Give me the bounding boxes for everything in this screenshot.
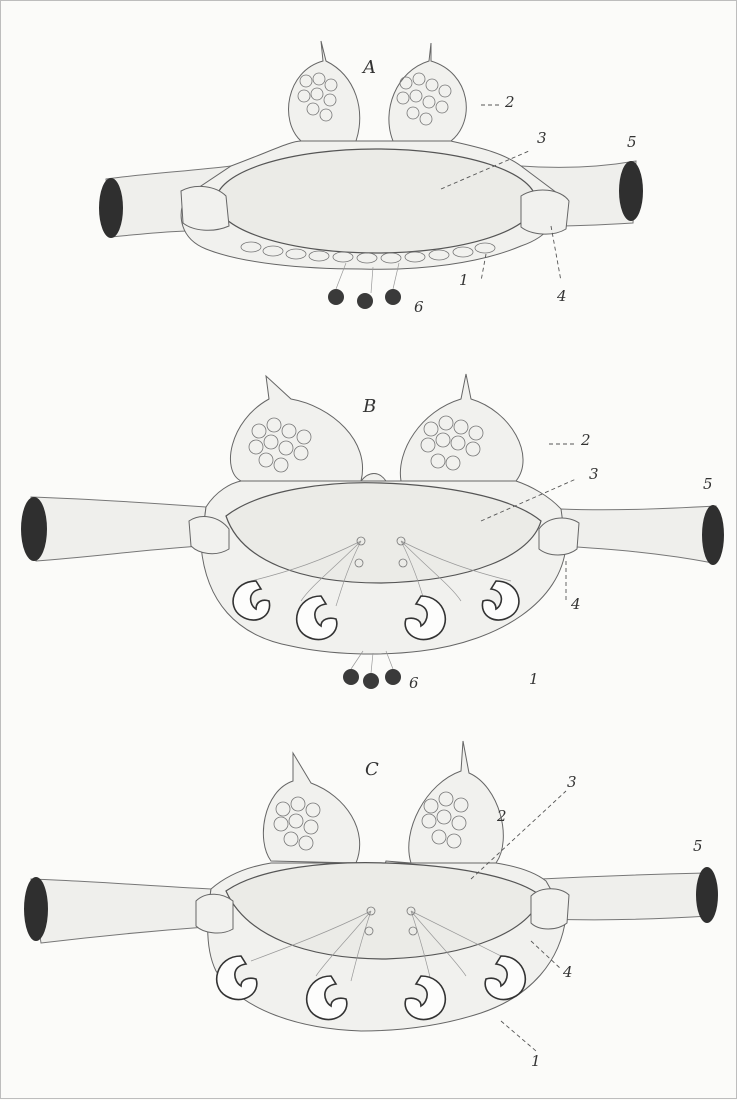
figure-c-label-2: 2 [496, 807, 507, 825]
figure-b-label-1: 1 [529, 670, 539, 688]
figure-a-leader-4 [551, 226, 561, 281]
figure-c: C [24, 741, 718, 1070]
figure-a-eyes [328, 263, 401, 309]
figure-b-left-lobe [230, 376, 362, 481]
figure-c-left-lobe [263, 753, 359, 863]
figure-a-label-2: 2 [504, 93, 515, 111]
figure-b-right-cut-end [702, 505, 724, 565]
figure-b-eyes [343, 651, 401, 689]
figure-a-central-capsule [216, 149, 536, 253]
figure-b-letter: B [362, 396, 376, 417]
figure-a-letter: A [361, 57, 376, 78]
figure-a-right-cut-end [619, 161, 643, 221]
figure-b-right-lobe [400, 374, 523, 481]
figure-b-right-connective [561, 506, 716, 563]
figure-a-label-4: 4 [556, 287, 567, 305]
figure-c-label-1: 1 [531, 1052, 541, 1070]
figure-b-left-cut-end [21, 497, 47, 561]
figure-b-label-5: 5 [703, 475, 713, 493]
figure-a-label-5: 5 [627, 133, 637, 151]
figure-b: B [21, 374, 724, 692]
figure-c-label-4: 4 [562, 963, 573, 981]
figure-a-right-lobe [389, 43, 466, 141]
figure-c-left-knob [196, 894, 233, 933]
figure-b-label-4: 4 [570, 595, 581, 613]
figure-b-label-2: 2 [580, 431, 591, 449]
figure-c-right-knob [531, 889, 569, 929]
figure-a-left-knob [181, 186, 229, 230]
figure-a-left-lobe [289, 41, 360, 141]
figure-a-left-cut-end [99, 178, 123, 238]
figure-b-label-6: 6 [409, 674, 419, 692]
figure-c-left-cut-end [24, 877, 48, 941]
figure-b-left-connective [31, 497, 206, 561]
figure-c-label-3: 3 [567, 773, 577, 791]
figure-a: A [99, 41, 643, 316]
figure-c-label-5: 5 [693, 837, 703, 855]
figure-c-leader-1 [501, 1021, 536, 1051]
figure-c-letter: C [365, 759, 379, 780]
figure-b-label-3: 3 [589, 465, 599, 483]
figure-b-right-knob [539, 518, 579, 555]
figure-c-right-lobe [409, 741, 504, 863]
figure-a-label-6: 6 [414, 298, 424, 316]
figure-a-right-knob [521, 190, 569, 234]
figure-c-right-cut-end [696, 867, 718, 923]
figure-a-label-3: 3 [537, 129, 547, 147]
figure-c-left-connective [31, 879, 211, 943]
figure-a-label-1: 1 [459, 271, 469, 289]
